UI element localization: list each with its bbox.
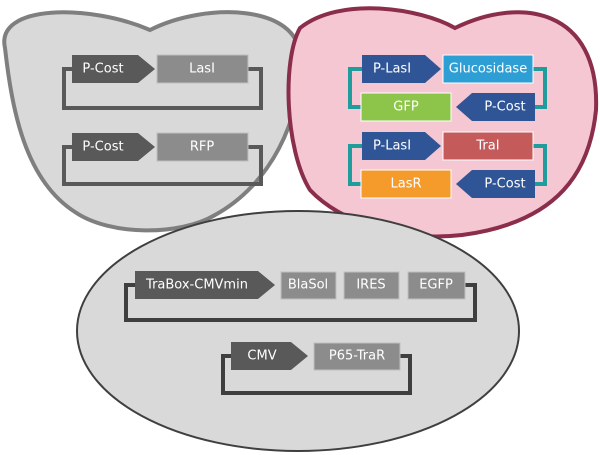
tl-circuit-1 <box>62 54 263 110</box>
bottom-circuit-1-part-3-box <box>407 271 466 300</box>
tr-circuit-2-gene-fwd-label: TraI <box>476 138 500 154</box>
tr-circuit-2-trai-box <box>442 131 534 161</box>
bottom-circuit-2-promoter-label: CMV <box>247 348 277 364</box>
bottom-circuit-1-promoter-arrow <box>135 271 275 299</box>
bottom-circuit-2-promoter-arrow <box>231 342 308 370</box>
bottom-circuit-1-promoter-label: TraBox-CMVmin <box>146 277 248 293</box>
tr-circuit-1-backbone-left <box>348 67 362 109</box>
tl-circuit-1-backbone <box>62 67 263 110</box>
bottom-circuit-1-part-1-box <box>280 271 337 300</box>
bottom-circuit-1-backbone <box>124 283 477 322</box>
tl-circuit-2-backbone <box>62 145 263 186</box>
tr-circuit-2 <box>348 131 547 199</box>
tl-circuit-1-gene-box <box>156 54 249 84</box>
bottom-circuit-2-gene-box <box>313 342 401 371</box>
tr-circuit-2-promoter-fwd-label: P-LasI <box>372 138 412 154</box>
tr-circuit-2-promoter-rev-label: P-Cost <box>484 176 526 192</box>
tr-circuit-1-gene-fwd-label: Glucosidase <box>448 61 528 77</box>
tr-circuit-2-plasi-arrow <box>362 132 441 160</box>
bottom-circuit-2 <box>221 342 412 395</box>
tr-circuit-1-pcost-arrow <box>456 93 535 121</box>
tr-circuit-2-backbone-right <box>533 144 547 186</box>
tl-circuit-1-gene-label: LasI <box>189 61 215 77</box>
tl-circuit-1-promoter-label: P-Cost <box>82 61 124 77</box>
bottom-circuit-1-part-1-label: BlaSol <box>287 277 329 293</box>
tr-circuit-1-promoter-rev-label: P-Cost <box>484 99 526 115</box>
bottom-circuit-2-gene-label: P65-TraR <box>328 348 386 364</box>
tr-circuit-1-plasi-arrow <box>362 55 441 83</box>
tr-circuit-1-gfp-box <box>360 92 452 122</box>
tr-circuit-1-promoter-fwd-label: P-LasI <box>372 61 412 77</box>
bottom-circuit-1-part-3-label: EGFP <box>419 277 453 293</box>
tr-circuit-1 <box>348 54 547 122</box>
tl-circuit-2-gene-label: RFP <box>189 139 215 155</box>
bottom-circuit-1 <box>124 271 477 322</box>
tr-circuit-1-gene-rev-label: GFP <box>393 99 419 115</box>
tl-circuit-2-gene-box <box>156 132 249 162</box>
tr-circuit-1-glucosidase-box <box>442 54 534 84</box>
tl-circuit-2 <box>62 132 263 186</box>
bottom-circuit-1-part-2-box <box>343 271 400 300</box>
tl-circuit-2-promoter-label: P-Cost <box>82 139 124 155</box>
tl-circuit-2-promoter-arrow <box>72 133 155 161</box>
tr-circuit-2-gene-rev-label: LasR <box>390 176 422 192</box>
bottom-circuit-2-backbone <box>221 354 412 395</box>
bottom-circuit-1-part-2-label: IRES <box>356 277 386 293</box>
tr-circuit-2-backbone-left <box>348 144 362 186</box>
tr-circuit-2-pcost-arrow <box>456 170 535 198</box>
tl-circuit-1-promoter-arrow <box>72 55 155 83</box>
tr-circuit-1-backbone-right <box>533 67 547 109</box>
tr-circuit-2-lasr-box <box>360 169 452 199</box>
